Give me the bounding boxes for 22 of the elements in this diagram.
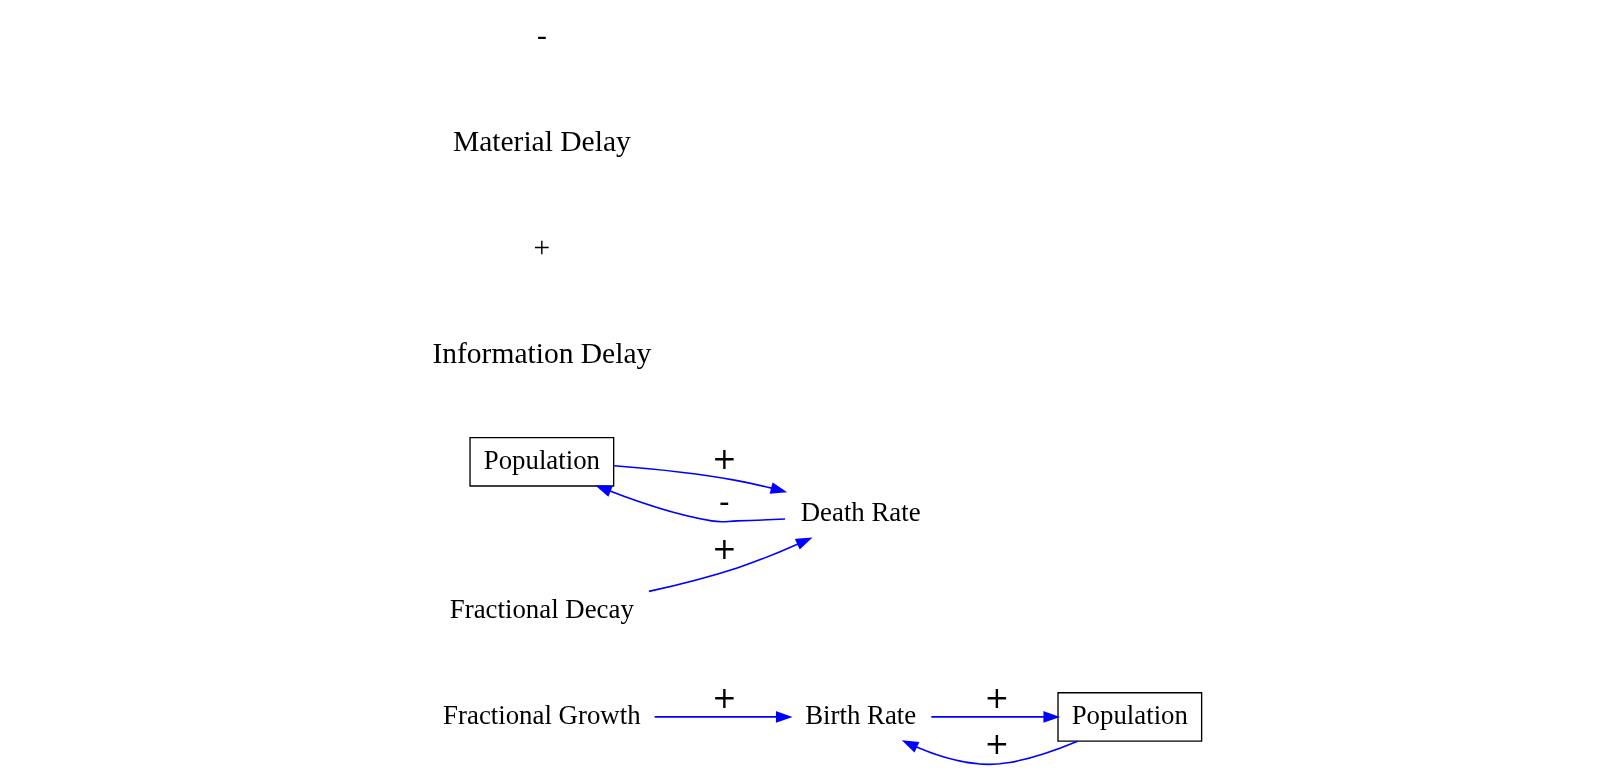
label: +	[533, 231, 551, 264]
edge-label: -	[719, 485, 730, 520]
edge-label: +	[984, 726, 1010, 761]
arrow	[648, 537, 813, 593]
edge-label: +	[712, 442, 737, 477]
arrow	[653, 711, 793, 723]
label: Material Delay	[452, 125, 631, 158]
arrow	[595, 485, 786, 523]
edge-label: +	[712, 532, 737, 567]
arrow	[930, 711, 1061, 723]
node-box: Population	[1057, 692, 1203, 742]
edge-label: +	[712, 681, 737, 716]
node-text: Fractional Growth	[443, 699, 641, 730]
arrow	[901, 740, 1079, 766]
label: -	[536, 19, 547, 52]
label: Information Delay	[432, 337, 652, 370]
node-box: Population	[469, 437, 615, 487]
arrow	[613, 465, 788, 494]
node-text: Death Rate	[800, 496, 921, 527]
node-text: Fractional Decay	[449, 593, 634, 624]
node-text: Birth Rate	[805, 699, 917, 730]
edge-label: +	[984, 681, 1010, 716]
